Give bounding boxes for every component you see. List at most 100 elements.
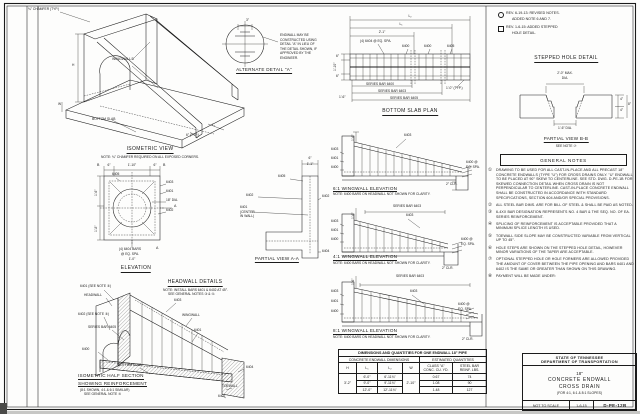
agency-name: STATE OF TENNESSEE — [555, 355, 604, 360]
col-header-line: CONC. CU. YD. — [423, 368, 449, 373]
agency-department: DEPARTMENT OF TRANSPORTATION — [541, 359, 618, 364]
half-section-linework — [95, 289, 245, 399]
col-header-line: REINF. LBS. — [459, 368, 480, 373]
partial-view-aa-title: PARTIAL VIEW A-A — [254, 256, 300, 263]
scan-artifact — [0, 403, 7, 414]
note-number: ⑤ — [488, 232, 492, 238]
half-section-subnote: SEE GENERAL NOTE ⑤ — [84, 392, 122, 396]
wingwall-8-1-linework — [339, 276, 483, 337]
elev-dim-16: 1'-6" — [94, 189, 98, 196]
revision-circle-icon — [498, 12, 504, 18]
drawing-title: CROSS DRAIN — [558, 384, 601, 390]
note-number: ⑦ — [488, 256, 492, 262]
half-section-subnote: (8:1 SHOWN, 4:1 & 6:1 SIMILAR) — [80, 387, 130, 392]
elev-6405-label: 6405 — [112, 172, 120, 176]
table-cell: 9'-11¾" — [377, 379, 403, 388]
alternate-detail-title: ALTERNATE DETAIL "A" — [236, 67, 292, 74]
ww-eq-spa-label: EQ. SPA. — [466, 165, 480, 169]
note-text: ALL STEEL BAR DIMS. ARE FOR BILL OF STEE… — [496, 202, 633, 207]
ww-vdim: 1'-6" — [351, 212, 355, 219]
table-cell: 74 — [451, 373, 488, 381]
half-section-title: SHOWING REINFORCEMENT — [78, 380, 148, 388]
section-marker-b: B — [163, 163, 166, 167]
table-cell: 90 — [451, 379, 488, 388]
note-text: 6-4XX BAR DESIGNATION REPRESENTS NO. 4 B… — [496, 210, 630, 219]
slab-plan-dim-6-top: 6" — [336, 54, 340, 58]
ww-series-label: SERIES BAR 6403 — [393, 204, 422, 208]
ww-bar-label: 6400 — [331, 237, 339, 241]
ww-bar-label: 6401 — [331, 156, 339, 160]
ww-eq-spa-label: 6400 @ — [466, 160, 478, 164]
alt-detail-note-line: APPROVED BY THE — [280, 51, 312, 55]
revision-entry: REV. 1-6-15: ADDED STEPPED — [506, 25, 558, 29]
alt-detail-note-line: DETAIL "A" IN LIEU OF — [280, 42, 315, 46]
table-cell: 12'-0" — [356, 386, 378, 394]
wingwall-8-1-note: NOTE: 6400 BARS ON HEADWALL NOT SHOWN FO… — [333, 334, 431, 339]
isometric-view-linework — [59, 11, 245, 149]
hs-6403-label: 6403 — [174, 298, 182, 302]
scan-edge — [0, 411, 640, 414]
hs-6401-label: 6401 (SEE NOTE ③) — [80, 284, 111, 288]
table-cell: 6'-11¾" — [377, 373, 403, 381]
aa-dim-6: 6" — [308, 156, 312, 160]
aa-dim-11: 1'-1" — [306, 161, 314, 166]
revision-date: 1-6-15 — [570, 401, 594, 410]
elev-dim-6: 6" — [107, 163, 111, 167]
table-cell: 9'-0" — [356, 379, 378, 388]
ww-series-label: SERIES BAR 6403 — [396, 274, 425, 278]
ww-clr-dim: 2" CLR. — [462, 337, 474, 341]
wingwall-4-1-title: 4:1 WINGWALL ELEVATION — [333, 254, 398, 261]
slab-plan-6400-label: 6400 — [424, 44, 432, 48]
iso-dim-l2: L₂ — [212, 123, 216, 127]
general-notes-heading: GENERAL NOTES — [500, 154, 627, 166]
hs-6400-label: 6400 — [82, 347, 90, 351]
aa-6404-label: 6404 — [322, 249, 330, 253]
slab-plan-dim-110: 1'-10" — [333, 62, 337, 71]
aa-6401-label: IN WALL) — [240, 214, 255, 218]
ww-clr-dim: 2" CLR. — [442, 266, 454, 270]
stepped-hole-dim-total: 8" — [628, 102, 632, 106]
stepped-hole-detail-heading: STEPPED HOLE DETAIL — [534, 55, 598, 64]
elev-bottom-bars-label: @ EQ. SPA. — [120, 251, 140, 256]
drawing-title: CONCRETE ENDWALL — [547, 377, 612, 383]
alt-detail-note-line: CONSTRUCTED USING — [280, 37, 317, 42]
slab-plan-dim-21: 2'-1" — [378, 30, 386, 34]
ww-bar-label: 6403 — [331, 147, 339, 151]
hs-toewall-label: TOEWALL — [222, 384, 238, 388]
hs-6404-label: 6404 — [246, 365, 254, 369]
elev-pipe-dia-label: 18" DIA. — [166, 198, 179, 202]
table-title: DIMENSIONS AND QUANTITIES FOR ONE ENDWAL… — [337, 349, 488, 357]
alternate-detail-linework — [222, 21, 279, 67]
ww-bar-label: 6403 — [331, 289, 339, 293]
ww-bar-label: 6403 — [331, 219, 339, 223]
isometric-view-note: NOTE: ¾" CHAMFER REQUIRED ON ALL EXPOSED… — [101, 155, 199, 159]
ww-6403-label: 6403 — [406, 213, 414, 217]
hs-series-6405-label: SERIES BAR 6405 — [88, 325, 117, 329]
table-cell-w: 2'-10" — [402, 373, 420, 394]
isometric-view-title: ISOMETRIC VIEW — [126, 146, 174, 155]
alt-detail-note-line: ENGINEER. — [280, 55, 299, 60]
headwall-details-heading: HEADWALL DETAILS — [167, 279, 223, 288]
slab-plan-dim-l2: L₂ — [408, 14, 412, 18]
scale-note: NOT TO SCALE — [523, 401, 570, 410]
slab-plan-dim-l1: L₁ — [399, 22, 403, 26]
slab-plan-dim-10typ: 1'-0" (TYP.) — [446, 86, 463, 90]
note-text: SPLICING OF REINFORCEMENT IS ACCEPTABLE … — [496, 221, 617, 231]
ww-bar-label: 6400 — [331, 165, 339, 169]
bottom-slab-plan-linework — [341, 16, 471, 102]
section-marker-a: A — [156, 246, 159, 250]
table-col-header: H — [338, 362, 357, 375]
slab-plan-6404-label: (4) 6404 @ EQ. SPA. — [360, 39, 392, 43]
aa-6401-label: 6401 — [240, 205, 248, 209]
hs-6401-label: 6401 — [194, 328, 202, 332]
stepped-hole-linework — [519, 83, 628, 126]
iso-wingwalls-label: WINGWALLS — [112, 57, 134, 61]
elev-6402-label: 6402 — [166, 208, 174, 212]
